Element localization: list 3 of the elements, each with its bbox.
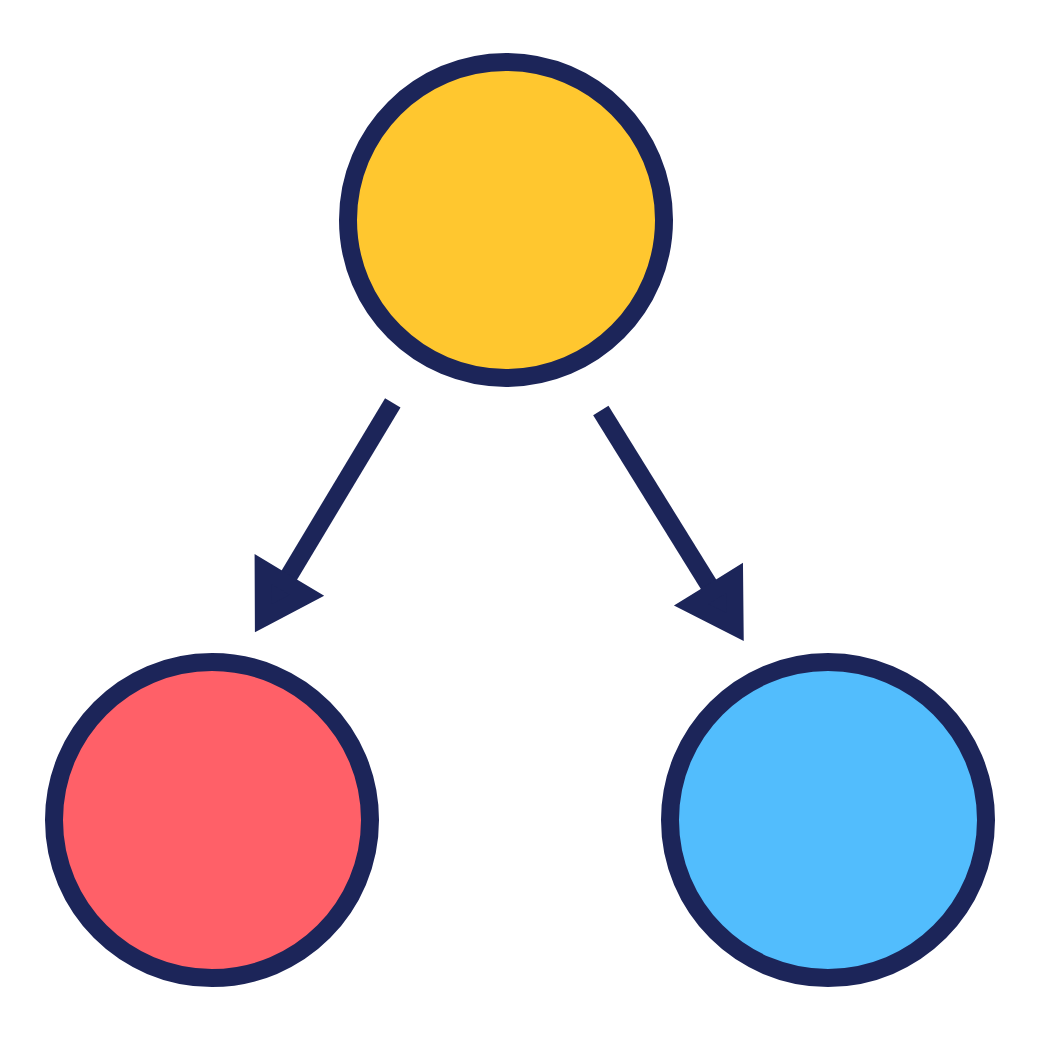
circle xyxy=(339,53,673,387)
circle xyxy=(45,653,379,987)
circle xyxy=(661,653,995,987)
